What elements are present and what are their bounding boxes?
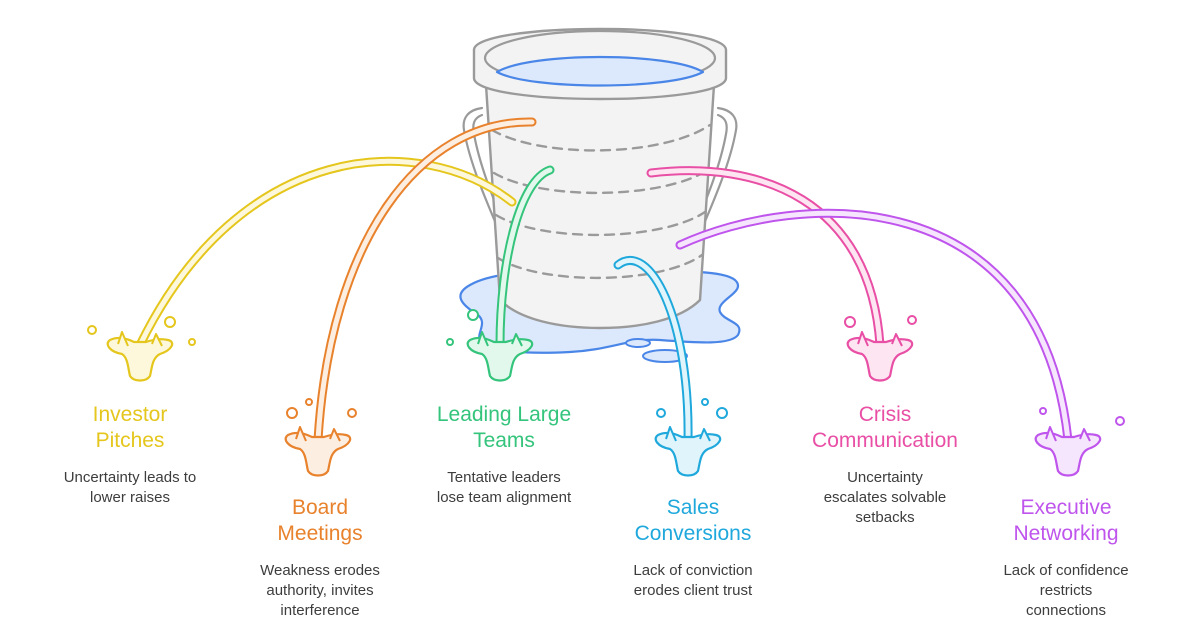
stream-fill — [648, 168, 883, 348]
item-sales-conversions: Sales Conversions Lack of conviction ero… — [603, 495, 783, 601]
item-description-line: Lack of conviction — [633, 562, 753, 579]
stream-leading-large-teams — [446, 165, 555, 382]
droplet-icon — [701, 398, 709, 406]
item-description: Weakness erodes authority, invites inter… — [230, 561, 410, 621]
splash-crown — [151, 333, 163, 347]
item-description-line: authority, invites — [266, 582, 374, 599]
stream-fill — [315, 119, 535, 443]
item-title-line: Board — [291, 496, 349, 519]
droplet-icon — [907, 315, 917, 325]
droplet-icon — [305, 398, 313, 406]
splash-crown — [1079, 428, 1091, 442]
item-title-line: Networking — [1013, 522, 1119, 545]
item-board-meetings: Board Meetings Weakness erodes authority… — [230, 495, 410, 621]
item-title-line: Investor — [92, 403, 168, 426]
droplet-icon — [286, 407, 298, 419]
item-investor-pitches: Investor Pitches Uncertainty leads to lo… — [40, 402, 220, 508]
splash-crown — [1045, 426, 1057, 442]
droplet-icon — [844, 316, 856, 328]
droplet-icon — [1115, 416, 1125, 426]
item-title-line: Crisis — [858, 403, 912, 426]
splash-crown — [857, 331, 869, 347]
item-description: Uncertainty escalates solvable setbacks — [795, 468, 975, 528]
stream-fill — [497, 167, 553, 348]
droplet-icon — [188, 338, 196, 346]
item-title-line: Teams — [473, 429, 535, 452]
item-title: Leading Large Teams — [414, 402, 594, 454]
stream-board-meetings — [284, 117, 537, 477]
item-description: Uncertainty leads to lower raises — [40, 468, 220, 508]
item-description-line: Tentative leaders — [447, 469, 561, 486]
splash-icon — [106, 336, 174, 382]
droplet-icon — [446, 338, 454, 346]
splash-icon — [1034, 431, 1102, 477]
splash-crown — [477, 331, 489, 347]
item-executive-networking: Executive Networking Lack of confidence … — [976, 495, 1156, 621]
splash-crown — [117, 331, 129, 347]
item-description-line: erodes client trust — [633, 582, 753, 599]
item-title-line: Conversions — [634, 522, 752, 545]
splash-icon — [846, 336, 914, 382]
item-description-line: Weakness erodes — [260, 562, 380, 579]
splash-icon — [284, 431, 352, 477]
item-description-line: Lack of confidence — [1003, 562, 1129, 579]
splash-crown — [891, 333, 903, 347]
item-title: Investor Pitches — [40, 402, 220, 454]
stream-investor-pitches — [87, 156, 517, 382]
item-description-line: interference — [280, 602, 360, 619]
item-title-line: Communication — [812, 429, 958, 452]
droplet-icon — [347, 408, 357, 418]
item-description: Tentative leaders lose team alignment — [414, 468, 594, 508]
stream-fill — [615, 257, 691, 443]
item-title-line: Meetings — [277, 522, 363, 545]
item-description-line: setbacks — [855, 509, 915, 526]
item-leading-large-teams: Leading Large Teams Tentative leaders lo… — [414, 402, 594, 508]
droplet-icon — [164, 316, 176, 328]
splash-icon — [654, 431, 722, 477]
stream-fill — [677, 210, 1071, 443]
item-title: Sales Conversions — [603, 495, 783, 547]
splash-icon — [466, 336, 534, 382]
item-description-line: restricts — [1039, 582, 1093, 599]
item-title: Board Meetings — [230, 495, 410, 547]
stream-outline — [135, 156, 517, 350]
stream-fill — [137, 158, 515, 348]
item-title-line: Executive — [1020, 496, 1112, 519]
splash-crown — [511, 333, 523, 347]
stream-sales-conversions — [613, 255, 728, 477]
splash-crown — [329, 428, 341, 442]
item-title-line: Sales — [666, 496, 720, 519]
item-description-line: lower raises — [89, 489, 171, 506]
stream-executive-networking — [675, 208, 1125, 477]
droplet-icon — [87, 325, 97, 335]
item-title: Executive Networking — [976, 495, 1156, 547]
splash-crown — [665, 426, 677, 442]
item-description-line: lose team alignment — [436, 489, 572, 506]
item-description-line: escalates solvable — [823, 489, 947, 506]
item-title-line: Leading Large — [436, 403, 572, 426]
item-description-line: Uncertainty leads to — [63, 469, 197, 486]
bucket-icon — [462, 27, 738, 330]
droplet-icon — [656, 408, 666, 418]
item-description-line: Uncertainty — [847, 469, 923, 486]
item-crisis-communication: Crisis Communication Uncertainty escalat… — [795, 402, 975, 528]
droplet-icon — [716, 407, 728, 419]
droplet-icon — [1039, 407, 1047, 415]
item-title: Crisis Communication — [795, 402, 975, 454]
item-description: Lack of confidence restricts connections — [976, 561, 1156, 621]
splash-crown — [699, 428, 711, 442]
droplet-icon — [467, 309, 479, 321]
item-description-line: connections — [1025, 602, 1107, 619]
splash-crown — [295, 426, 307, 442]
item-title-line: Pitches — [95, 429, 165, 452]
stream-crisis-communication — [646, 166, 917, 382]
item-description: Lack of conviction erodes client trust — [603, 561, 783, 601]
